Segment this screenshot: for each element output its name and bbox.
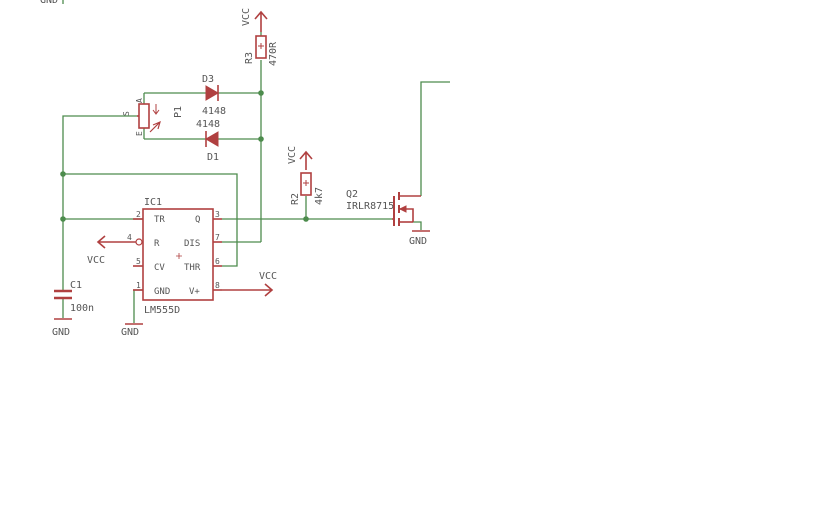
r2-body <box>300 172 312 196</box>
ic1-pin-label: R <box>154 239 160 249</box>
gnd-symbol: GND <box>409 230 430 247</box>
resistor-r2: R2 4k7 <box>290 172 325 205</box>
vcc-label: VCC <box>287 146 298 164</box>
ic1-pin-label: THR <box>184 263 201 273</box>
junction-dot <box>60 171 66 177</box>
q2-value: IRLR8715 <box>346 201 394 212</box>
wire-thr <box>63 173 238 267</box>
gnd-label: GND <box>409 236 427 247</box>
wire-drain <box>420 81 450 196</box>
vcc-label: VCC <box>87 255 105 266</box>
ic1-lm555: IC1 LM555D 2 TR 4 R 5 CV 1 GND 3 Q 7 DIS… <box>118 197 222 316</box>
ic1-pin-label: V+ <box>189 287 200 297</box>
c1-value: 100n <box>70 303 94 314</box>
vcc-arrow-icon <box>222 283 274 297</box>
ic1-pin-label: CV <box>154 263 165 273</box>
vcc-arrow-icon <box>254 10 268 32</box>
ic1-pin-label: DIS <box>184 239 200 249</box>
vcc-arrow-icon <box>299 150 313 170</box>
d1-name: D1 <box>207 152 219 163</box>
vcc-label: VCC <box>259 271 277 282</box>
d1-value: 4148 <box>196 119 220 130</box>
vcc-label: VCC <box>241 8 252 26</box>
wire-source <box>413 221 422 230</box>
potentiometer-p1: P1 S A E <box>122 98 184 136</box>
q2-arrow-icon <box>398 205 407 213</box>
capacitor-c1: C1 100n <box>54 280 94 314</box>
r3-name: R3 <box>244 52 255 64</box>
d3-triangle-icon <box>205 85 219 101</box>
r3-mark-icon <box>258 43 264 49</box>
d3-value: 4148 <box>202 106 226 117</box>
r2-name: R2 <box>290 193 301 205</box>
p1-arrow-down-icon <box>152 104 160 115</box>
wire-gnd-pin <box>133 289 143 323</box>
ic1-pin-num: 8 <box>215 281 220 290</box>
ic1-value: LM555D <box>144 305 180 316</box>
junction-dot <box>60 216 66 222</box>
p1-pin-a: A <box>135 98 144 103</box>
junctions <box>60 90 309 222</box>
vcc-symbol: VCC <box>87 235 118 266</box>
r3-value: 470R <box>268 41 279 66</box>
d3-name: D3 <box>202 74 214 85</box>
c1-name: C1 <box>70 280 82 291</box>
r2-value: 4k7 <box>314 187 325 205</box>
diode-d3: D3 4148 <box>202 74 226 117</box>
d1-triangle-icon <box>205 131 219 147</box>
vcc-symbol: VCC <box>222 271 277 297</box>
ic1-pin-num: 4 <box>127 233 132 242</box>
ic1-reset-bubble-icon <box>135 238 143 246</box>
ic1-pin-label: GND <box>154 287 170 297</box>
gnd-symbol: GND <box>52 318 72 338</box>
p1-name: P1 <box>173 106 184 118</box>
vcc-symbol: VCC <box>287 146 313 170</box>
vcc-arrow-icon <box>96 235 118 249</box>
q2-name: Q2 <box>346 189 358 200</box>
gnd-label: GND <box>52 327 70 338</box>
diode-d1: 4148 D1 <box>196 119 220 163</box>
r2-mark-icon <box>303 180 309 186</box>
ic1-pin-label: TR <box>154 215 165 225</box>
ic1-name: IC1 <box>144 197 162 208</box>
ic1-origin-icon <box>176 253 182 259</box>
p1-wiper-arrow-icon <box>149 120 161 133</box>
junction-dot <box>258 90 264 96</box>
ic1-pin-num: 7 <box>215 233 220 242</box>
gnd-label-offpage: GND <box>40 0 58 6</box>
ic1-pin-num: 2 <box>136 210 141 219</box>
resistor-r3: R3 470R <box>244 32 279 66</box>
p1-pin-e: E <box>135 131 144 136</box>
r3-body <box>255 35 267 59</box>
vcc-symbol: VCC <box>241 8 268 32</box>
junction-dot <box>303 216 309 222</box>
ic1-pin-label: Q <box>195 215 200 225</box>
ic1-pin-num: 3 <box>215 210 220 219</box>
wire-p1-s <box>62 115 137 290</box>
p1-pin-s: S <box>122 111 131 116</box>
junction-dot <box>258 136 264 142</box>
gnd-label: GND <box>121 327 139 338</box>
gnd-symbol: GND <box>121 323 143 338</box>
mosfet-q2: Q2 IRLR8715 <box>346 189 421 226</box>
p1-body <box>138 103 150 129</box>
ic1-pin-num: 5 <box>136 257 141 266</box>
ic1-pin-num: 6 <box>215 257 220 266</box>
ic1-pin-num: 1 <box>136 281 141 290</box>
ic1-body <box>142 208 214 301</box>
